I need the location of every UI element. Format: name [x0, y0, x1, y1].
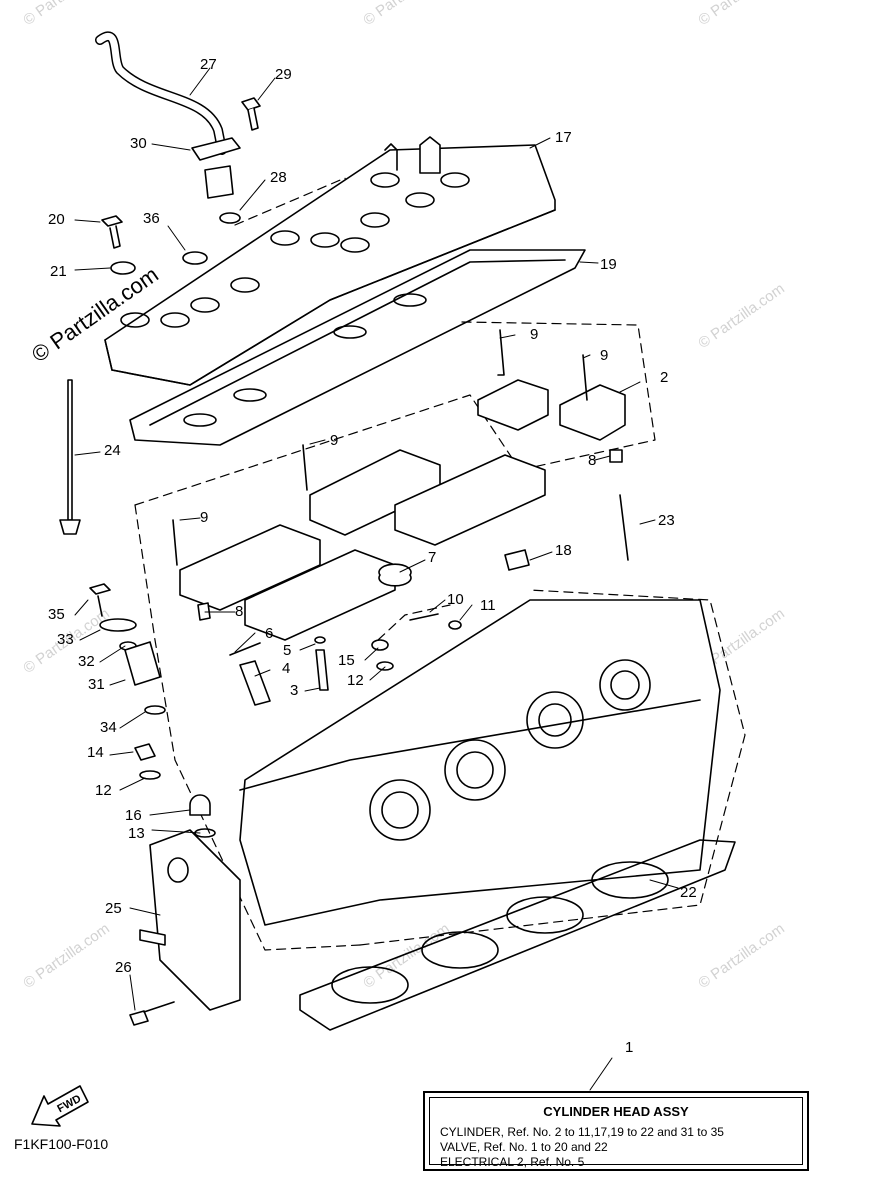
long-bolt-part [59, 379, 81, 535]
callout-11: 11 [480, 597, 496, 614]
callout-26: 26 [115, 959, 132, 976]
callout-35: 35 [48, 606, 65, 623]
legend-line-cylinder: CYLINDER, Ref. No. 2 to 11,17,19 to 22 a… [440, 1125, 724, 1139]
callout-32: 32 [78, 653, 95, 670]
callout-3: 3 [290, 682, 299, 699]
assembly-legend: CYLINDER HEAD ASSY CYLINDER, Ref. No. 2 … [423, 1091, 809, 1171]
callout-2: 2 [660, 369, 669, 386]
bolt-part [241, 97, 261, 131]
callout-14: 14 [87, 744, 104, 761]
callout-7: 7 [428, 549, 437, 566]
callout-29: 29 [275, 66, 292, 83]
callout-15: 15 [338, 652, 355, 669]
cylinder-head-part [239, 599, 721, 926]
callout-9d: 9 [200, 509, 209, 526]
callout-28: 28 [270, 169, 287, 186]
cylinder-head-cover-part [104, 136, 556, 386]
callout-31: 31 [88, 676, 105, 693]
callout-9a: 9 [530, 326, 539, 343]
callout-10: 10 [447, 591, 464, 608]
bolt-with-grommet-part [101, 215, 208, 275]
callout-36: 36 [143, 210, 160, 227]
legend-frame: CYLINDER HEAD ASSY CYLINDER, Ref. No. 2 … [429, 1097, 803, 1169]
small-parts [89, 449, 623, 838]
callout-6: 6 [265, 625, 274, 642]
callout-20: 20 [48, 211, 65, 228]
callout-12b: 12 [95, 782, 112, 799]
callout-1: 1 [625, 1039, 634, 1056]
legend-line-valve: VALVE, Ref. No. 1 to 20 and 22 [440, 1140, 608, 1154]
callout-9b: 9 [600, 347, 609, 364]
callout-22: 22 [680, 884, 697, 901]
camshaft-caps-part [172, 329, 629, 641]
callout-18: 18 [555, 542, 572, 559]
callout-8a: 8 [588, 452, 597, 469]
callout-4: 4 [282, 660, 291, 677]
head-gasket-part [299, 839, 736, 1031]
gasket-part [129, 249, 586, 446]
breather-hose-part [95, 31, 241, 224]
callout-27: 27 [200, 56, 217, 73]
callout-16: 16 [125, 807, 142, 824]
callout-9c: 9 [330, 432, 339, 449]
figure-code: F1KF100-F010 [14, 1136, 109, 1152]
callout-13: 13 [128, 825, 145, 842]
legend-line-electrical: ELECTRICAL 2, Ref. No. 5 [440, 1155, 585, 1169]
callout-17: 17 [555, 129, 572, 146]
callout-34: 34 [100, 719, 117, 736]
leader-lines [74, 67, 679, 1091]
cover-plate-part [129, 829, 241, 1026]
callout-24: 24 [104, 442, 121, 459]
callout-12a: 12 [347, 672, 364, 689]
callout-30: 30 [130, 135, 147, 152]
legend-title: CYLINDER HEAD ASSY [543, 1104, 689, 1119]
forward-arrow-icon: FWD [31, 1085, 89, 1127]
callout-5: 5 [283, 642, 292, 659]
callout-23: 23 [658, 512, 675, 529]
callout-19: 19 [600, 256, 617, 273]
callout-25: 25 [105, 900, 122, 917]
callout-8b: 8 [235, 603, 244, 620]
callout-33: 33 [57, 631, 74, 648]
callout-21: 21 [50, 263, 67, 280]
